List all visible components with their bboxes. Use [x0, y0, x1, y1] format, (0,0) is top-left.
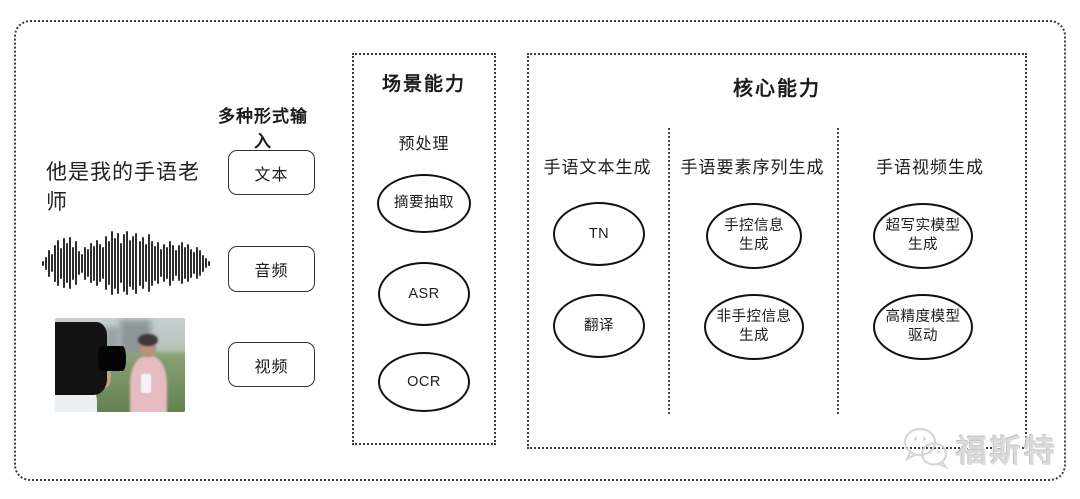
waveform-bar [126, 231, 129, 295]
node-ocr: OCR [378, 352, 470, 412]
waveform-bar [72, 246, 75, 280]
waveform-bar [141, 237, 144, 289]
waveform-bar [189, 248, 192, 278]
waveform-bar [159, 249, 162, 277]
waveform-bar [69, 237, 72, 289]
input-type-label-audio: 音频 [254, 263, 289, 280]
waveform-bar [201, 254, 204, 272]
waveform-bar [51, 254, 54, 272]
watermark: 福斯特 [900, 425, 1058, 471]
waveform-bar [153, 245, 156, 281]
waveform-bar [120, 243, 123, 283]
waveform-bar [138, 240, 141, 286]
waveform-bar [78, 251, 81, 275]
chat-bubbles-icon [903, 427, 950, 470]
waveform-bar [204, 258, 207, 268]
node-summary-extraction: 摘要抽取 [377, 174, 471, 233]
audio-waveform [42, 231, 210, 295]
column-header-sign-text-generation: 手语文本生成 [543, 158, 652, 177]
waveform-bar [123, 234, 126, 292]
input-type-box-audio: 音频 [228, 246, 315, 292]
waveform-bar [192, 252, 195, 274]
column-separator [668, 128, 670, 414]
waveform-bar [129, 239, 132, 287]
input-section-label: 多种形式输入 [218, 107, 308, 151]
waveform-bar [60, 247, 63, 279]
photo-reporter-hair [138, 333, 158, 347]
core-box-title: 核心能力 [733, 78, 821, 100]
scene-capability-box: 场景能力 预处理 [352, 53, 496, 445]
input-type-label-text: 文本 [254, 166, 289, 184]
node-translation: 翻译 [553, 294, 645, 358]
waveform-bar [114, 237, 117, 289]
waveform-bar [135, 232, 138, 294]
waveform-bar [144, 244, 147, 282]
waveform-bar [186, 244, 189, 282]
waveform-bar [171, 245, 174, 281]
waveform-bar [102, 247, 105, 279]
photo-microphone [140, 374, 152, 394]
waveform-bar [87, 249, 90, 277]
waveform-bar [63, 238, 66, 288]
node-tn: TN [553, 202, 645, 266]
waveform-bar [111, 231, 114, 295]
waveform-bar [198, 250, 201, 276]
waveform-bar [81, 253, 84, 273]
input-type-box-video: 视频 [228, 342, 315, 387]
waveform-bar [105, 236, 108, 290]
waveform-bar [207, 260, 210, 266]
column-header-sign-element-sequence-generation: 手语要素序列生成 [680, 158, 825, 177]
column-separator [837, 128, 839, 414]
waveform-bar [168, 240, 171, 286]
input-type-box-text: 文本 [228, 150, 315, 195]
core-capability-box: 核心能力 [527, 53, 1027, 449]
photo-camera-lens [97, 346, 127, 371]
node-hyperrealistic-model-generation: 超写实模型 生成 [873, 203, 973, 269]
waveform-bar [66, 243, 69, 283]
waveform-bar [90, 243, 93, 283]
waveform-bar [84, 246, 87, 280]
video-thumbnail [55, 318, 185, 412]
waveform-bar [150, 240, 153, 286]
scene-box-subtitle: 预处理 [398, 136, 450, 153]
waveform-bar [75, 241, 78, 285]
node-manual-info-generation: 手控信息 生成 [706, 203, 802, 269]
node-asr: ASR [378, 262, 470, 326]
waveform-bar [57, 240, 60, 286]
waveform-bar [174, 250, 177, 276]
node-nonmanual-info-generation: 非手控信息 生成 [704, 294, 804, 360]
waveform-bar [99, 244, 102, 282]
waveform-bar [54, 244, 57, 282]
example-sentence-text: 他是我的手语老师 [46, 161, 200, 214]
waveform-bar [183, 247, 186, 279]
waveform-bar [165, 247, 168, 279]
waveform-bar [147, 234, 150, 292]
waveform-bar [180, 242, 183, 284]
outer-dotted-frame [14, 20, 1066, 481]
node-high-precision-model-driving: 高精度模型 驱动 [873, 294, 973, 360]
waveform-bar [177, 245, 180, 281]
waveform-bar [42, 260, 44, 266]
waveform-bar [96, 240, 99, 286]
waveform-bar [132, 236, 135, 290]
waveform-bar [108, 241, 111, 285]
watermark-text: 福斯特 [956, 433, 1058, 469]
input-type-label-video: 视频 [254, 358, 289, 376]
waveform-bar [195, 247, 198, 279]
column-header-sign-video-generation: 手语视频生成 [876, 158, 984, 177]
scene-box-title: 场景能力 [381, 74, 466, 95]
waveform-bar [45, 256, 48, 270]
waveform-bar [162, 244, 165, 282]
waveform-bar [48, 249, 51, 277]
waveform-bar [117, 232, 120, 294]
waveform-bar [93, 245, 96, 281]
waveform-bar [156, 242, 159, 284]
